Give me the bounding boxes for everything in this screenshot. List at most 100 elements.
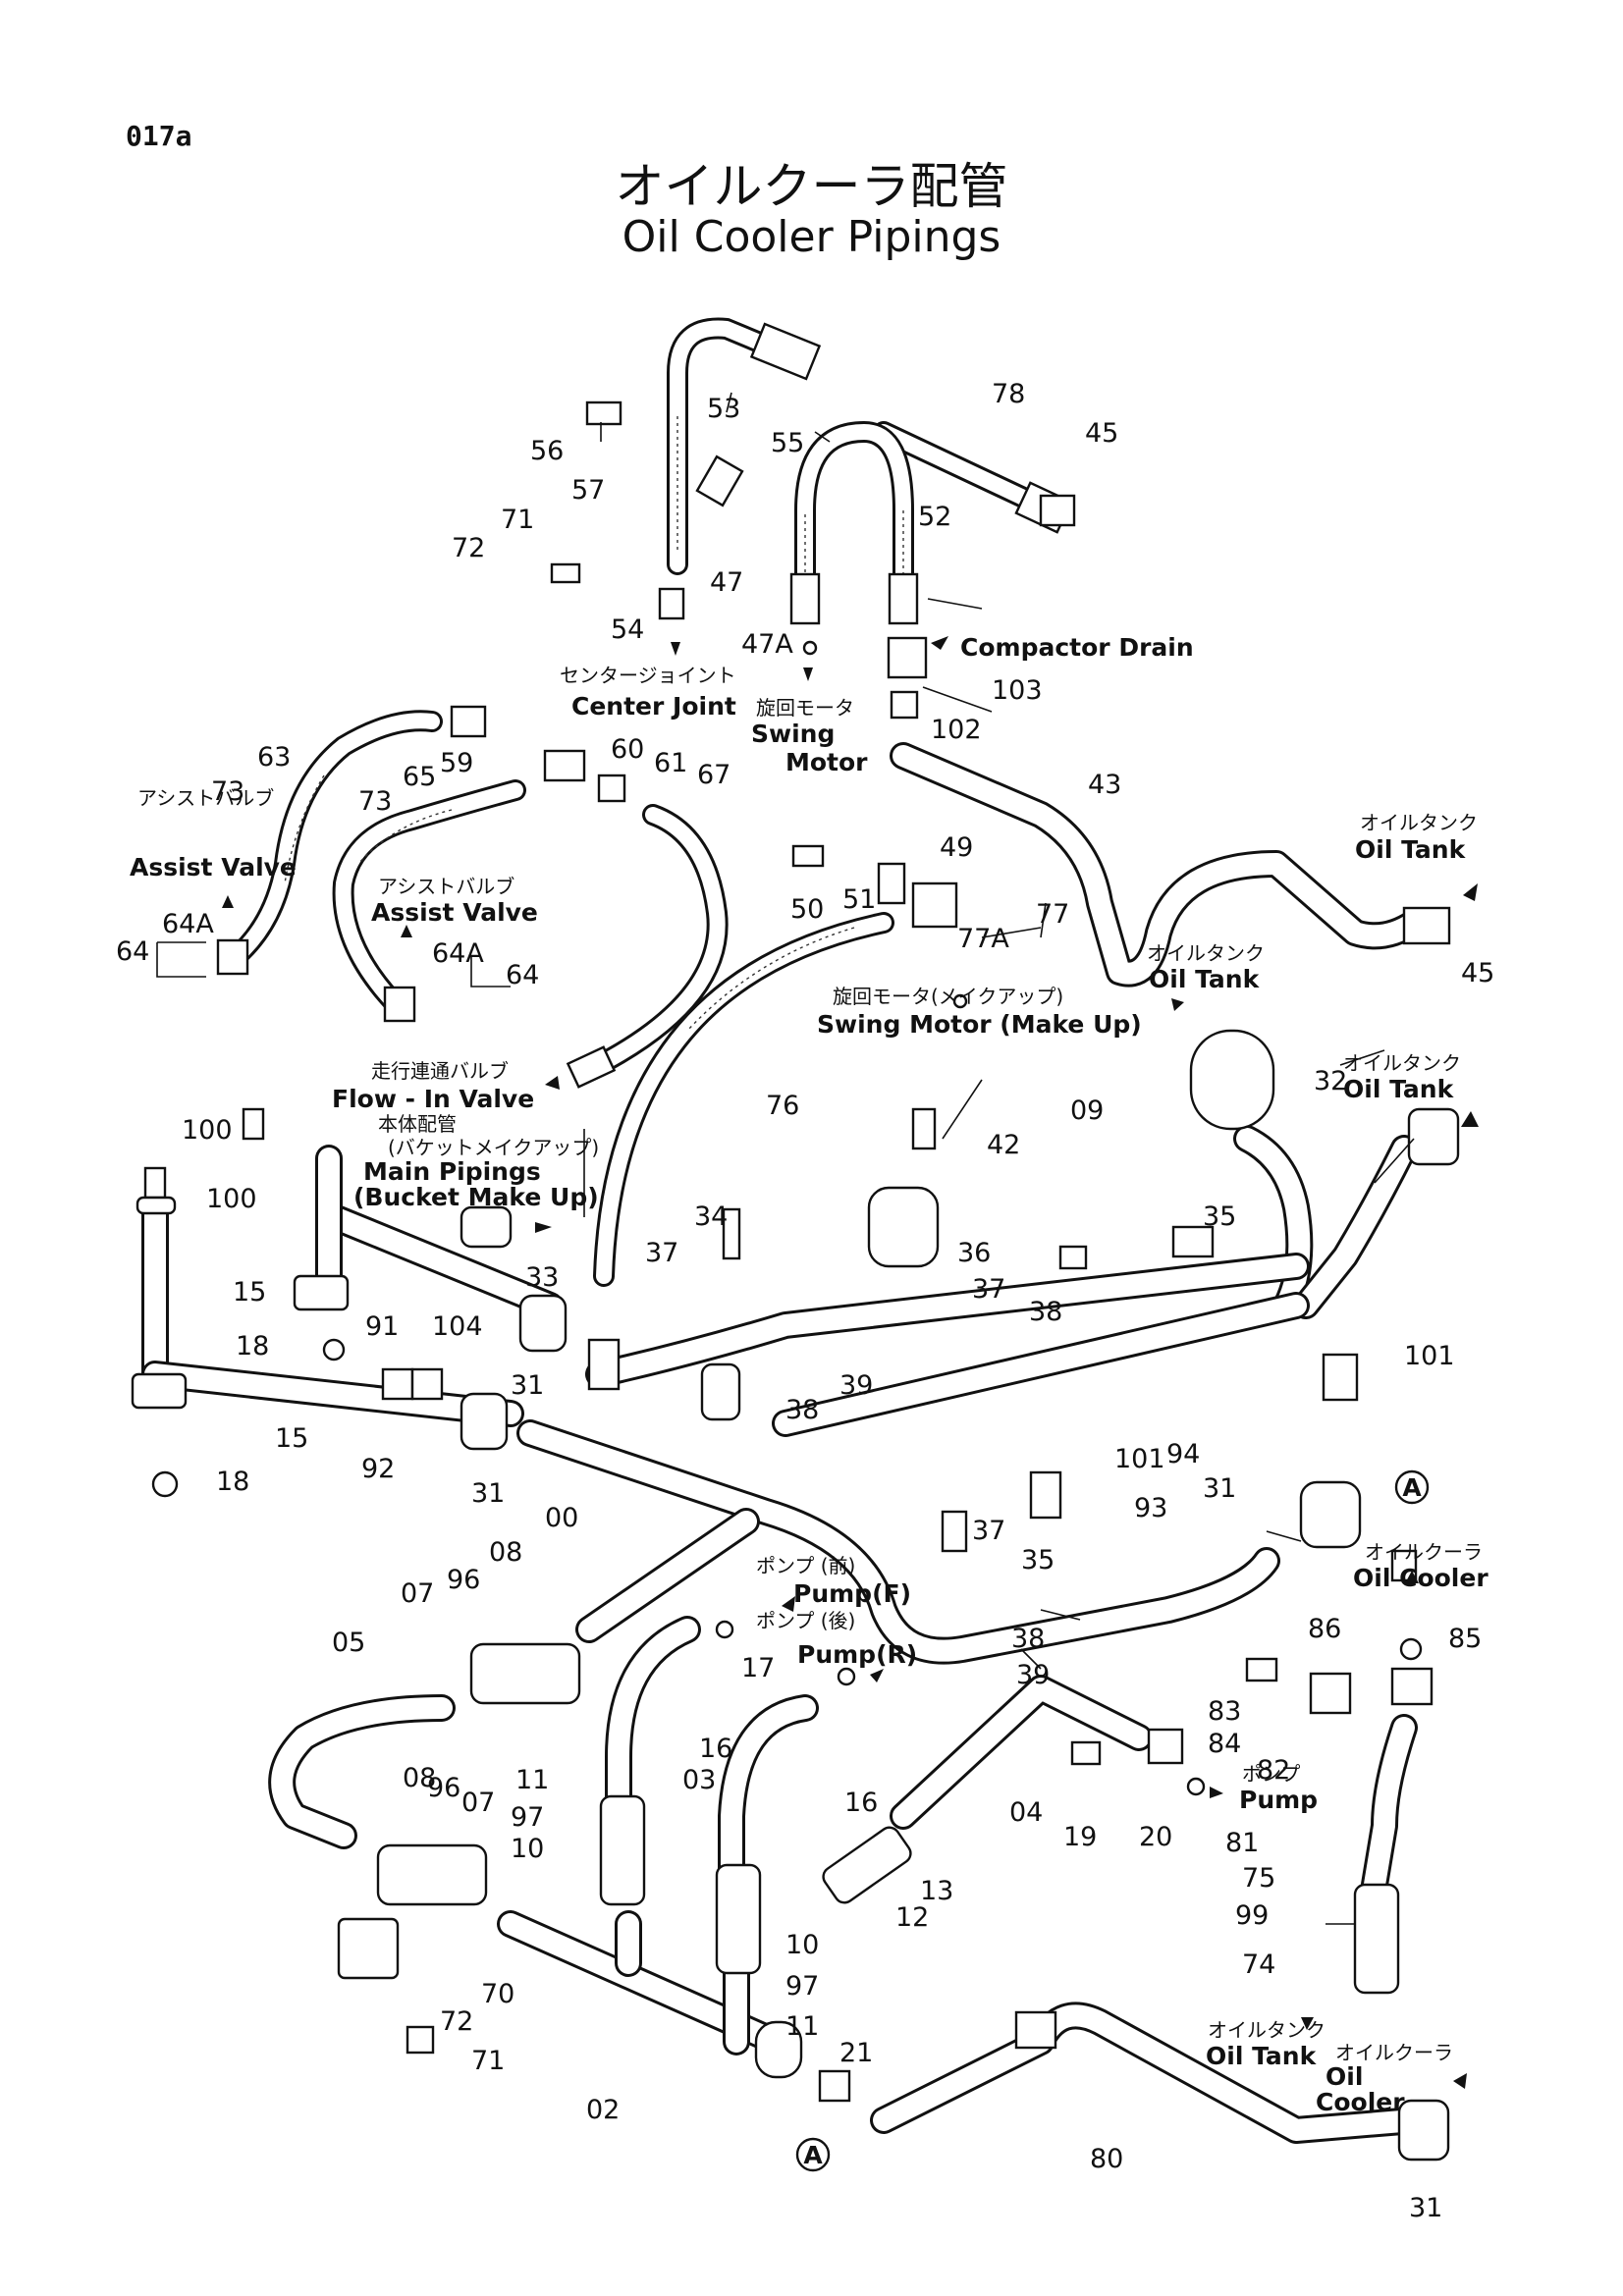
part-number-label: 31 — [1203, 1473, 1236, 1504]
callout-main-pipings: Main Pipings — [363, 1157, 541, 1186]
flange-pump-icon — [1147, 1728, 1184, 1765]
part-number-label: 100 — [206, 1184, 257, 1214]
callout-pump-front-jp: ポンプ (前) — [756, 1554, 855, 1577]
callout-oil-tank-jp-4: オイルタンク — [1208, 2018, 1325, 2042]
part-number-label: 16 — [844, 1788, 878, 1818]
part-number-label: 73 — [211, 776, 244, 807]
part-number-label: 99 — [1235, 1900, 1269, 1931]
plug-21-icon — [818, 2069, 851, 2103]
callout-pump-rear: Pump(R) — [797, 1640, 917, 1669]
part-number-label: 91 — [365, 1311, 399, 1342]
bolt-83-icon — [1245, 1657, 1278, 1682]
part-number-label: 09 — [1070, 1095, 1104, 1126]
part-number-label: 33 — [525, 1262, 559, 1293]
part-number-label: 38 — [1011, 1624, 1045, 1654]
page-id: 017a — [126, 120, 192, 152]
part-number-label: 35 — [1203, 1201, 1236, 1232]
fitting-flow-in-icon — [566, 1045, 617, 1089]
part-number-label: 18 — [236, 1331, 269, 1362]
bracket-34-icon — [722, 1207, 741, 1260]
callout-oil-cooler-jp-1: オイルクーラ — [1365, 1540, 1483, 1564]
callout-assist-valve-1: Assist Valve — [130, 853, 297, 881]
part-number-label: 07 — [461, 1788, 495, 1818]
callout-oil-cooler-jp-2: オイルクーラ — [1335, 2041, 1453, 2064]
coupling-31d-icon — [1397, 2099, 1450, 2162]
components — [131, 400, 1460, 2162]
oring-18b-icon — [151, 1470, 179, 1498]
callout-oil-cooler-1: Oil Cooler — [1353, 1564, 1488, 1592]
part-number-label: 43 — [1088, 770, 1121, 800]
part-number-label: 72 — [440, 2006, 473, 2037]
callout-oil-cooler-2b: Cooler — [1316, 2088, 1405, 2116]
part-number-label: 74 — [1242, 1949, 1275, 1980]
part-number-label: 45 — [1085, 418, 1118, 449]
part-number-label: 11 — [785, 2011, 819, 2042]
part-number-label: 13 — [920, 1876, 953, 1906]
callout-swing-motor-1: Swing — [751, 720, 835, 748]
reference-marks: A A — [795, 1469, 1430, 2172]
hose-band-07a-icon — [469, 1642, 581, 1705]
callout-labels: Compactor Drain センタージョイント Center Joint 旋… — [130, 633, 1488, 2116]
part-number-label: 61 — [654, 748, 687, 778]
bracket-35-icon — [1171, 1225, 1215, 1258]
part-number-label: 64A — [162, 909, 214, 939]
pipes-and-hoses — [141, 317, 1428, 2144]
part-number-label: 35 — [1021, 1545, 1055, 1575]
bolt-71b-icon — [406, 2025, 435, 2055]
part-number-label: 15 — [275, 1423, 308, 1454]
part-number-label: 49 — [940, 832, 973, 863]
part-number-label: 77A — [957, 924, 1009, 954]
plug-100a-icon — [242, 1107, 265, 1141]
callout-swing-motor-2: Motor — [785, 748, 868, 776]
bracket-70-icon — [337, 1917, 400, 1980]
part-number-label: 00 — [545, 1503, 578, 1533]
part-number-label: 39 — [839, 1370, 873, 1401]
part-number-label: 60 — [611, 734, 644, 765]
part-number-label: 101 — [1404, 1341, 1455, 1371]
part-number-label: 34 — [694, 1201, 728, 1232]
callout-oil-tank-3: Oil Tank — [1343, 1075, 1455, 1103]
part-number-label: 07 — [401, 1578, 434, 1609]
oring-47A-icon — [802, 640, 818, 656]
part-number-label: 10 — [785, 1930, 819, 1960]
part-number-label: 63 — [257, 742, 291, 773]
callout-pump: Pump — [1239, 1786, 1318, 1814]
hose-74-icon — [1353, 1883, 1400, 1995]
fitting-54-icon — [658, 587, 685, 620]
part-number-label: 12 — [895, 1902, 929, 1933]
clamp-82-icon — [1309, 1672, 1352, 1715]
coupling-31a-icon — [518, 1294, 568, 1353]
part-number-label: 38 — [785, 1395, 819, 1425]
part-number-label: 65 — [403, 762, 436, 792]
part-number-label: 92 — [361, 1454, 395, 1484]
plug-100b-icon — [143, 1166, 167, 1200]
oring-18a-icon — [322, 1338, 346, 1362]
part-number-label: 64A — [432, 938, 484, 969]
callout-flow-in-valve-jp: 走行連通バルブ — [371, 1059, 509, 1083]
callout-main-pipings-jp-1: 本体配管 — [378, 1112, 457, 1136]
part-number-label: 102 — [931, 715, 982, 745]
part-number-label: 51 — [842, 884, 876, 915]
callout-swing-motor-makeup: Swing Motor (Make Up) — [817, 1010, 1142, 1039]
fitting-vertical-icon — [587, 1338, 621, 1391]
part-number-label: 32 — [1314, 1066, 1347, 1096]
part-number-label: 15 — [233, 1277, 266, 1308]
part-number-label: 47 — [710, 567, 743, 598]
part-number-label: 85 — [1448, 1624, 1482, 1654]
part-number-label: 94 — [1166, 1439, 1200, 1469]
part-number-label: 02 — [586, 2095, 620, 2125]
part-number-label: 50 — [790, 894, 824, 925]
flow-arrows — [222, 636, 1479, 2089]
part-number-label: 82 — [1257, 1755, 1290, 1786]
part-number-label: 96 — [447, 1565, 480, 1595]
fitting-45-icon — [1039, 494, 1076, 527]
bolt-56-icon — [585, 400, 622, 426]
filter-09-icon — [1189, 1029, 1275, 1131]
part-number-label: 31 — [471, 1478, 505, 1509]
part-number-label: 73 — [358, 786, 392, 817]
part-number-label: 78 — [992, 379, 1025, 409]
oring-86-icon — [1399, 1637, 1423, 1661]
bolt-50-icon — [791, 844, 825, 868]
coupling-31b-icon — [460, 1392, 509, 1451]
